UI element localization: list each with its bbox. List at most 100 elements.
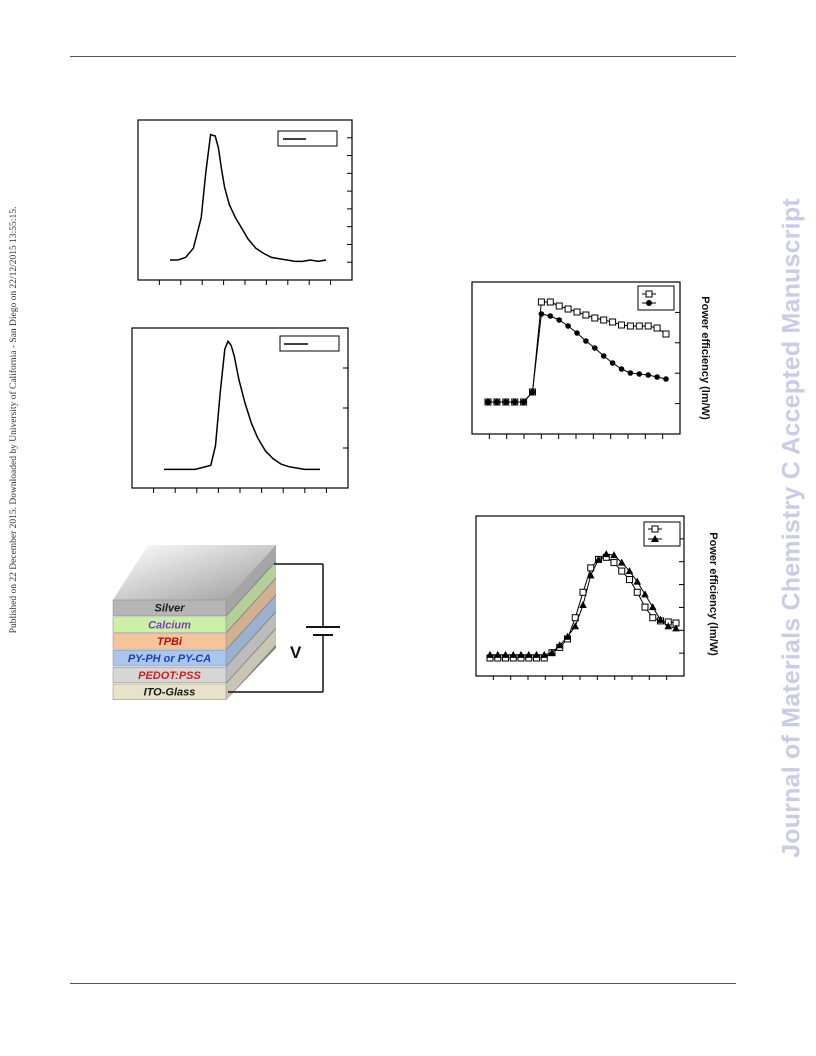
data-point bbox=[610, 559, 618, 567]
data-point bbox=[529, 389, 536, 395]
data-point bbox=[485, 399, 491, 405]
data-point bbox=[635, 322, 643, 330]
layer-label: PEDOT:PSS bbox=[138, 670, 201, 682]
data-point bbox=[538, 311, 545, 317]
layer-side bbox=[226, 545, 276, 616]
layer-ito-glass bbox=[112, 683, 227, 700]
data-point bbox=[663, 376, 669, 382]
silver-top-face bbox=[113, 545, 276, 600]
x-ticks bbox=[153, 488, 327, 493]
data-point bbox=[602, 550, 611, 558]
data-point bbox=[524, 650, 533, 658]
data-point bbox=[626, 576, 633, 584]
y-ticks bbox=[347, 137, 352, 263]
data-point bbox=[582, 311, 590, 319]
data-point bbox=[494, 399, 500, 405]
layer-label: ITO-Glass bbox=[144, 687, 196, 699]
data-point bbox=[609, 360, 616, 366]
legend-marker-circle bbox=[646, 300, 652, 306]
journal-watermark: Journal of Materials Chemistry C Accepte… bbox=[777, 198, 806, 858]
data-point bbox=[617, 558, 626, 566]
data-point bbox=[610, 551, 618, 559]
data-point bbox=[618, 366, 625, 372]
data-point bbox=[627, 370, 634, 376]
plot-frame bbox=[131, 327, 349, 489]
legend-marker-square bbox=[645, 290, 653, 298]
efficiency-chart-top: Power efficiency (lm/W) bbox=[471, 281, 711, 439]
x-ticks bbox=[488, 434, 664, 439]
data-point bbox=[565, 323, 571, 329]
data-point bbox=[654, 374, 660, 380]
data-point bbox=[583, 338, 589, 344]
layer-side bbox=[226, 561, 276, 633]
layer-py-ph-or-py-ca bbox=[112, 650, 227, 667]
y-ticks bbox=[679, 538, 684, 654]
layer-side bbox=[226, 612, 276, 683]
y-axis-label: Power efficiency (lm/W) bbox=[699, 296, 711, 420]
x-ticks bbox=[158, 280, 332, 285]
data-point bbox=[556, 317, 562, 323]
data-point bbox=[648, 603, 657, 611]
data-point bbox=[633, 588, 641, 596]
data-point bbox=[579, 588, 587, 596]
layer-label: Calcium bbox=[148, 619, 191, 631]
data-point bbox=[649, 614, 657, 622]
data-point bbox=[509, 650, 518, 658]
layer-calcium bbox=[112, 616, 227, 633]
footer-rule bbox=[70, 983, 736, 984]
layer-side bbox=[226, 578, 276, 650]
legend-marker-square bbox=[651, 525, 659, 533]
data-point bbox=[586, 571, 595, 579]
data-point bbox=[546, 298, 554, 306]
data-point bbox=[664, 622, 673, 630]
data-point bbox=[641, 590, 649, 598]
data-point bbox=[587, 564, 595, 572]
data-point bbox=[517, 650, 525, 658]
data-point bbox=[555, 302, 563, 310]
data-point bbox=[511, 399, 518, 405]
data-point bbox=[493, 650, 502, 658]
data-point bbox=[592, 345, 598, 351]
x-ticks bbox=[492, 676, 668, 680]
data-point bbox=[626, 322, 634, 330]
data-point bbox=[503, 399, 509, 405]
y-ticks bbox=[343, 367, 348, 449]
data-point bbox=[548, 648, 556, 656]
legend-box bbox=[637, 285, 675, 311]
layer-tpbi bbox=[112, 633, 227, 650]
data-point bbox=[625, 567, 634, 575]
data-point bbox=[672, 624, 680, 632]
efficiency-chart-bottom: Power efficiency (lm/W) bbox=[475, 515, 719, 680]
data-point bbox=[641, 603, 649, 611]
legend-box bbox=[279, 335, 340, 352]
data-point bbox=[653, 324, 661, 332]
data-point bbox=[486, 650, 494, 658]
y-ticks bbox=[675, 311, 680, 405]
data-point bbox=[636, 371, 643, 377]
data-point bbox=[574, 330, 580, 336]
spectrum-chart-top bbox=[137, 119, 353, 285]
data-point bbox=[540, 650, 549, 658]
data-point bbox=[645, 372, 651, 378]
published-line: Published on 22 December 2015. Downloade… bbox=[9, 206, 19, 634]
spectrum-chart-middle bbox=[131, 327, 349, 493]
data-point bbox=[571, 622, 580, 630]
layer-label: Silver bbox=[155, 603, 186, 615]
data-point bbox=[501, 650, 510, 658]
layer-pedot-pss bbox=[112, 666, 227, 684]
data-point bbox=[537, 298, 545, 306]
series-line bbox=[488, 301, 667, 403]
legend-marker-triangle bbox=[651, 535, 659, 542]
data-point bbox=[555, 641, 564, 649]
y-axis-label: Power efficiency (lm/W) bbox=[707, 532, 719, 656]
data-point bbox=[600, 353, 607, 359]
emission-curve bbox=[170, 133, 327, 263]
data-point bbox=[600, 316, 608, 324]
legend-box bbox=[277, 130, 338, 147]
data-point bbox=[644, 322, 652, 330]
data-point bbox=[662, 330, 670, 338]
data-point bbox=[609, 318, 617, 326]
data-point bbox=[591, 314, 599, 322]
data-point bbox=[579, 601, 587, 608]
